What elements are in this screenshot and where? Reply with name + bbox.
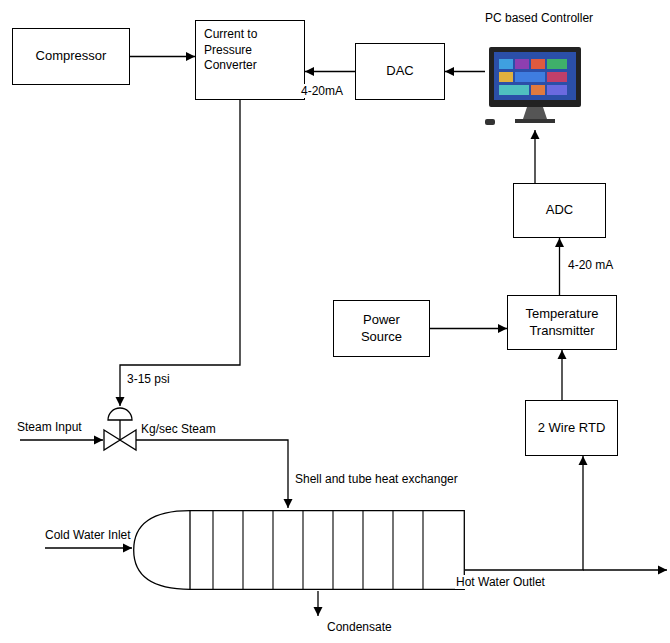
process-box: Compressor	[12, 28, 130, 85]
process-label: Cold Water Inlet	[44, 528, 132, 542]
monitor-drawing	[485, 45, 585, 127]
box-text: Temperature Transmitter	[516, 306, 608, 340]
signal-connector	[445, 71, 485, 72]
process-box: Temperature Transmitter	[507, 295, 617, 350]
signal-connector	[430, 328, 507, 329]
signal-connector	[534, 130, 535, 183]
condensate-line	[317, 591, 318, 616]
pneumatic-line	[120, 100, 240, 406]
valve-body	[104, 430, 120, 450]
signal-connector	[561, 350, 562, 400]
valve-stem	[119, 420, 120, 440]
signal-connector	[130, 56, 195, 57]
signal-label: 4-20 mA	[567, 258, 614, 272]
process-box: Current to Pressure Converter	[195, 20, 305, 100]
box-text: Current to Pressure Converter	[204, 27, 296, 74]
signal-connector	[465, 456, 583, 570]
process-label: Kg/sec Steam	[140, 422, 217, 436]
signal-connector	[559, 238, 560, 295]
box-text: Compressor	[36, 48, 107, 65]
valve-body	[120, 430, 136, 450]
signal-connector	[305, 71, 355, 72]
process-label: Hot Water Outlet	[455, 575, 546, 589]
steam-line	[20, 439, 103, 440]
process-label: Condensate	[326, 620, 393, 634]
process-box: 2 Wire RTD	[525, 400, 618, 456]
process-label: Steam Input	[16, 420, 83, 434]
box-text: 2 Wire RTD	[538, 420, 606, 437]
box-text: DAC	[386, 63, 413, 80]
process-box: Power Source	[333, 300, 430, 357]
box-text: ADC	[546, 202, 573, 219]
process-label: 3-15 psi	[126, 372, 171, 386]
water-line	[45, 547, 132, 548]
node-heading: Shell and tube heat exchanger	[295, 472, 458, 486]
valve-actuator	[108, 408, 132, 420]
computer-icon: PC based Controller	[485, 45, 585, 127]
node-heading: PC based Controller	[485, 11, 593, 25]
process-box: DAC	[355, 43, 445, 100]
box-text: Power Source	[342, 312, 421, 346]
exchanger-shell	[133, 510, 465, 590]
water-line	[583, 569, 667, 570]
process-box: ADC	[513, 183, 606, 238]
heat-exchanger: Shell and tube heat exchanger	[133, 510, 465, 590]
signal-label: 4-20mA	[300, 84, 344, 98]
steam-line	[136, 440, 288, 508]
